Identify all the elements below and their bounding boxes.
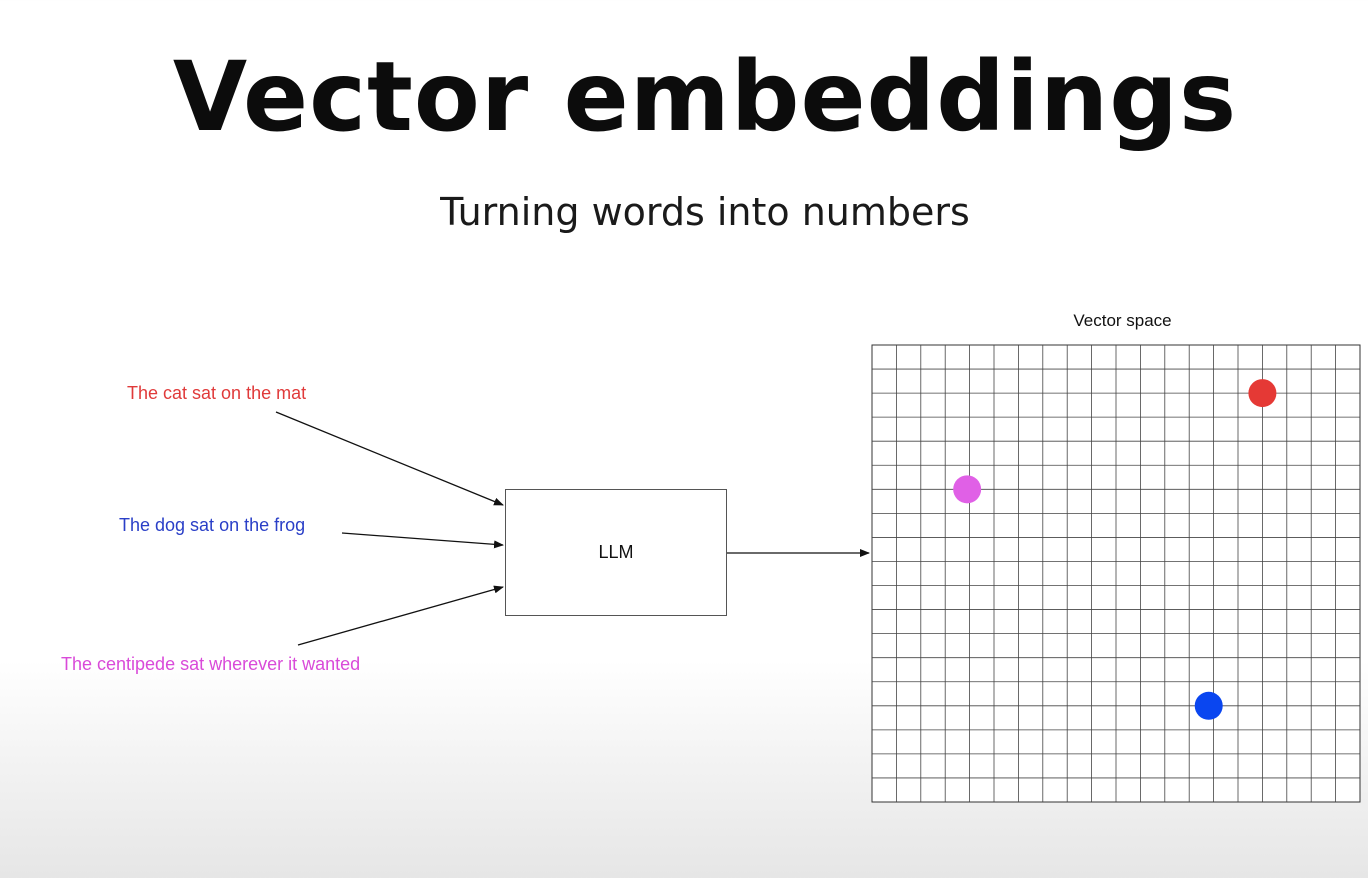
slide-subtitle: Turning words into numbers bbox=[440, 190, 970, 234]
cat-point bbox=[1248, 379, 1277, 408]
llm-box: LLM bbox=[505, 489, 727, 616]
arrow-cat-to-llm bbox=[275, 411, 504, 506]
arrow-centipede-to-llm bbox=[297, 585, 504, 646]
vector-space-points bbox=[953, 379, 1277, 720]
llm-label: LLM bbox=[598, 542, 634, 562]
arrow-dog-to-llm bbox=[341, 532, 504, 549]
dog-point bbox=[1194, 691, 1223, 720]
input-sentence-cat: The cat sat on the mat bbox=[127, 383, 307, 403]
vector-space-label: Vector space bbox=[1073, 311, 1172, 330]
vector-space-grid bbox=[871, 344, 1361, 803]
input-sentence-centipede: The centipede sat wherever it wanted bbox=[61, 654, 361, 674]
slide-title: Vector embeddings bbox=[172, 41, 1238, 153]
centipede-point bbox=[953, 475, 982, 504]
input-sentence-dog: The dog sat on the frog bbox=[119, 515, 306, 535]
